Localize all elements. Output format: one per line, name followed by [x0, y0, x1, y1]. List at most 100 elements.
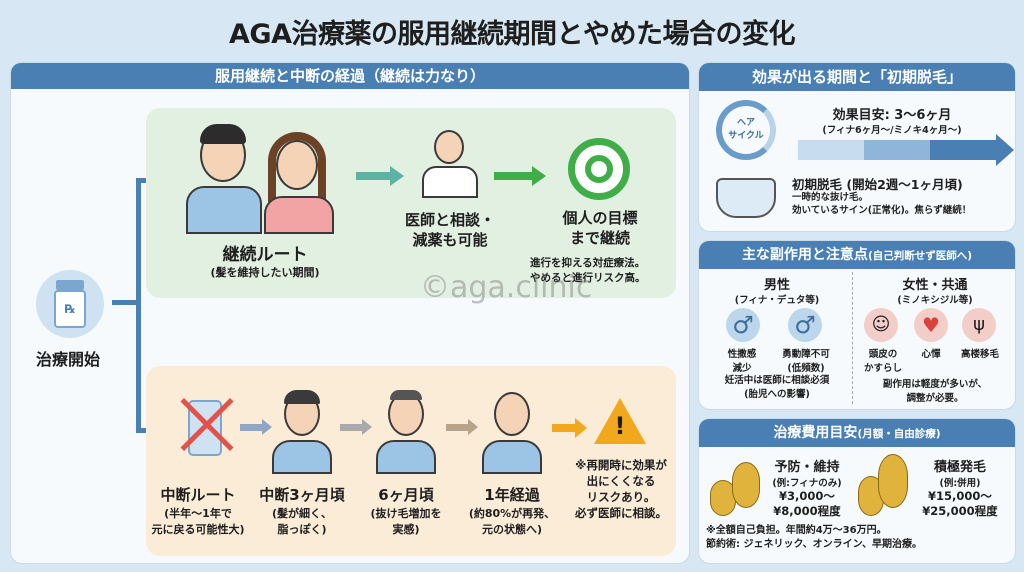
sink-hair-icon — [716, 178, 776, 218]
header-title: 主な副作用と注意点 — [741, 247, 868, 263]
bottle-cap — [56, 280, 84, 290]
stop-step: 6ヶ月頃 (抜け毛増加を 実感) — [356, 484, 456, 537]
effect-header: 効果が出る期間と「初期脱毛」 — [699, 63, 1015, 91]
branch-line — [136, 180, 141, 430]
step-sub: (抜け毛増加を 実感) — [370, 507, 442, 536]
target-icon — [568, 138, 630, 200]
header-sub: (月額・自由診療) — [857, 428, 941, 440]
male-sub: (フィナ・デュタ等) — [734, 295, 820, 306]
cost-note: ※全額自己負担。年間約4万〜36万円。 節約術: ジェネリック、オンライン、早期… — [706, 525, 922, 550]
doctor-coat — [422, 166, 478, 198]
cost-plan: 予防・維持 (例:フィナのみ)¥3,000〜 ¥8,000程度 — [762, 456, 852, 519]
female-side-effect: 高楼移毛 — [960, 349, 999, 360]
plan-title: 予防・維持 — [774, 460, 840, 475]
plan-price: ¥15,000〜 ¥25,000程度 — [922, 489, 998, 518]
effect-target: 効果目安: 3〜6ヶ月 — [832, 108, 952, 123]
effect-target-sub: (フィナ6ヶ月〜/ミノキ4ヶ月〜) — [822, 125, 962, 136]
person-1year-illustration — [482, 390, 542, 474]
stop-step: 1年経過 (約80%が再発、 元の状態へ) — [460, 484, 564, 537]
female-title: 女性・共通 — [902, 278, 968, 293]
plan-sub: (例:フィナのみ) — [772, 478, 842, 489]
female-sub: (ミノキシジル等) — [897, 295, 973, 306]
arrow-right-icon — [446, 424, 468, 431]
plan-price: ¥3,000〜 ¥8,000程度 — [773, 489, 841, 518]
doctor-consult-text: 医師と相談・ 減薬も可能 — [404, 211, 495, 250]
stop-step: 中断ルート(半年〜1年で 元に戻る可能性大) — [148, 484, 248, 537]
man-hair — [200, 124, 246, 144]
arrow-head — [468, 419, 478, 435]
arrow-right-icon — [356, 172, 392, 180]
branch-line — [112, 300, 140, 305]
hair — [284, 390, 320, 404]
start-label: 治療開始 — [36, 350, 101, 369]
male-symbol-icon: ♂ — [726, 308, 760, 342]
plan-sub: (例:併用) — [939, 478, 981, 489]
person-3months-illustration — [272, 390, 332, 474]
person-6months-illustration — [376, 390, 436, 474]
shedding-text: 一時的な抜け毛。 効いているサイン(正常化)。焦らず継続！ — [792, 192, 972, 216]
doctor-face — [434, 130, 464, 164]
rx-icon: ℞ — [54, 290, 86, 328]
coins-icon — [710, 458, 766, 518]
couple-illustration — [180, 118, 340, 234]
stopped-medicine-icon — [174, 392, 236, 464]
hair-cycle-icon — [716, 100, 776, 160]
header-title: 治療費用目安 — [773, 425, 858, 441]
arrow-to-continue — [136, 178, 152, 183]
goal-note: 進行を抑える対症療法。 やめると進行リスク高。 — [530, 257, 646, 284]
coin-stack — [878, 454, 908, 508]
target-inner-ring — [585, 155, 613, 183]
step-title: 1年経過 — [484, 486, 540, 504]
hair-cycle-label: ヘア サイクル — [728, 118, 764, 141]
arrow-to-stop — [136, 428, 152, 433]
man-body — [186, 186, 262, 234]
watermark: ©aga.clinic — [420, 270, 593, 305]
female-note: 副作用は軽度が多いが、 調整が必要。 — [882, 379, 988, 404]
step-title: 6ヶ月頃 — [378, 486, 434, 504]
stop-warning-text: ※再開時に効果が 出にくくなる リスクあり。 必ず医師に相談。 — [575, 458, 667, 520]
heart-icon: ♥ — [914, 308, 948, 342]
shedding-title: 初期脱毛 (開始2週〜1ヶ月頃) — [792, 177, 963, 192]
arrow-right-icon — [494, 172, 534, 180]
stop-step: 中断3ヶ月頃(髪が細く、 脂っぽく) — [252, 484, 352, 537]
male-side-effect: 勇動障不可 (低頻数) — [782, 349, 830, 374]
step-title: 中断ルート — [160, 486, 236, 504]
doctor-icon — [420, 130, 480, 198]
header-sub: (自己判断せず医師へ) — [867, 250, 973, 262]
arrow-head — [575, 418, 587, 438]
female-side-effect: 心憚 — [921, 349, 941, 360]
page-title: AGA治療薬の服用継続期間とやめた場合の変化 — [229, 19, 795, 50]
male-side-effect: 性撒感 減少 — [727, 349, 757, 374]
progress-header: 服用継続と中断の経過（継続は力なり） — [11, 63, 689, 89]
goal-text: 個人の目標 まで継続 — [562, 209, 638, 248]
coins-icon — [858, 454, 914, 518]
arrow-head — [262, 419, 272, 435]
continue-route-sub: (髪を維持したい期間) — [210, 266, 320, 279]
arrow-head — [390, 166, 404, 186]
arrow-head — [996, 134, 1014, 166]
body — [376, 440, 436, 474]
step-title: 中断3ヶ月頃 — [259, 486, 345, 504]
coin-stack — [732, 462, 760, 508]
warning-icon — [594, 398, 646, 444]
continue-route-title: 継続ルート — [222, 245, 308, 265]
medicine-bottle-icon: ℞ — [36, 270, 104, 338]
arrow-right-icon — [552, 424, 576, 432]
effect-timeline-arrow — [798, 140, 998, 160]
scalp-itch-icon: ☺ — [864, 308, 898, 342]
divider — [852, 272, 853, 404]
hair-follicle-icon: ψ — [962, 308, 996, 342]
cost-header: 治療費用目安(月額・自由診療) — [699, 419, 1015, 447]
face — [494, 392, 530, 436]
arrow-right-icon — [340, 424, 362, 431]
body — [272, 440, 332, 474]
side-effects-header: 主な副作用と注意点(自己判断せず医師へ) — [699, 241, 1015, 269]
warning-exclamation-icon: ! — [614, 412, 626, 440]
male-title: 男性 — [763, 278, 790, 293]
cost-plan: 積極発毛(例:併用)¥15,000〜 ¥25,000程度 — [910, 456, 1010, 519]
body — [482, 440, 542, 474]
arrow-head — [362, 419, 372, 435]
hair — [390, 390, 422, 400]
female-side-effect: 頭皮の かすらし — [863, 349, 902, 374]
step-sub: (約80%が再発、 元の状態へ) — [468, 507, 556, 536]
